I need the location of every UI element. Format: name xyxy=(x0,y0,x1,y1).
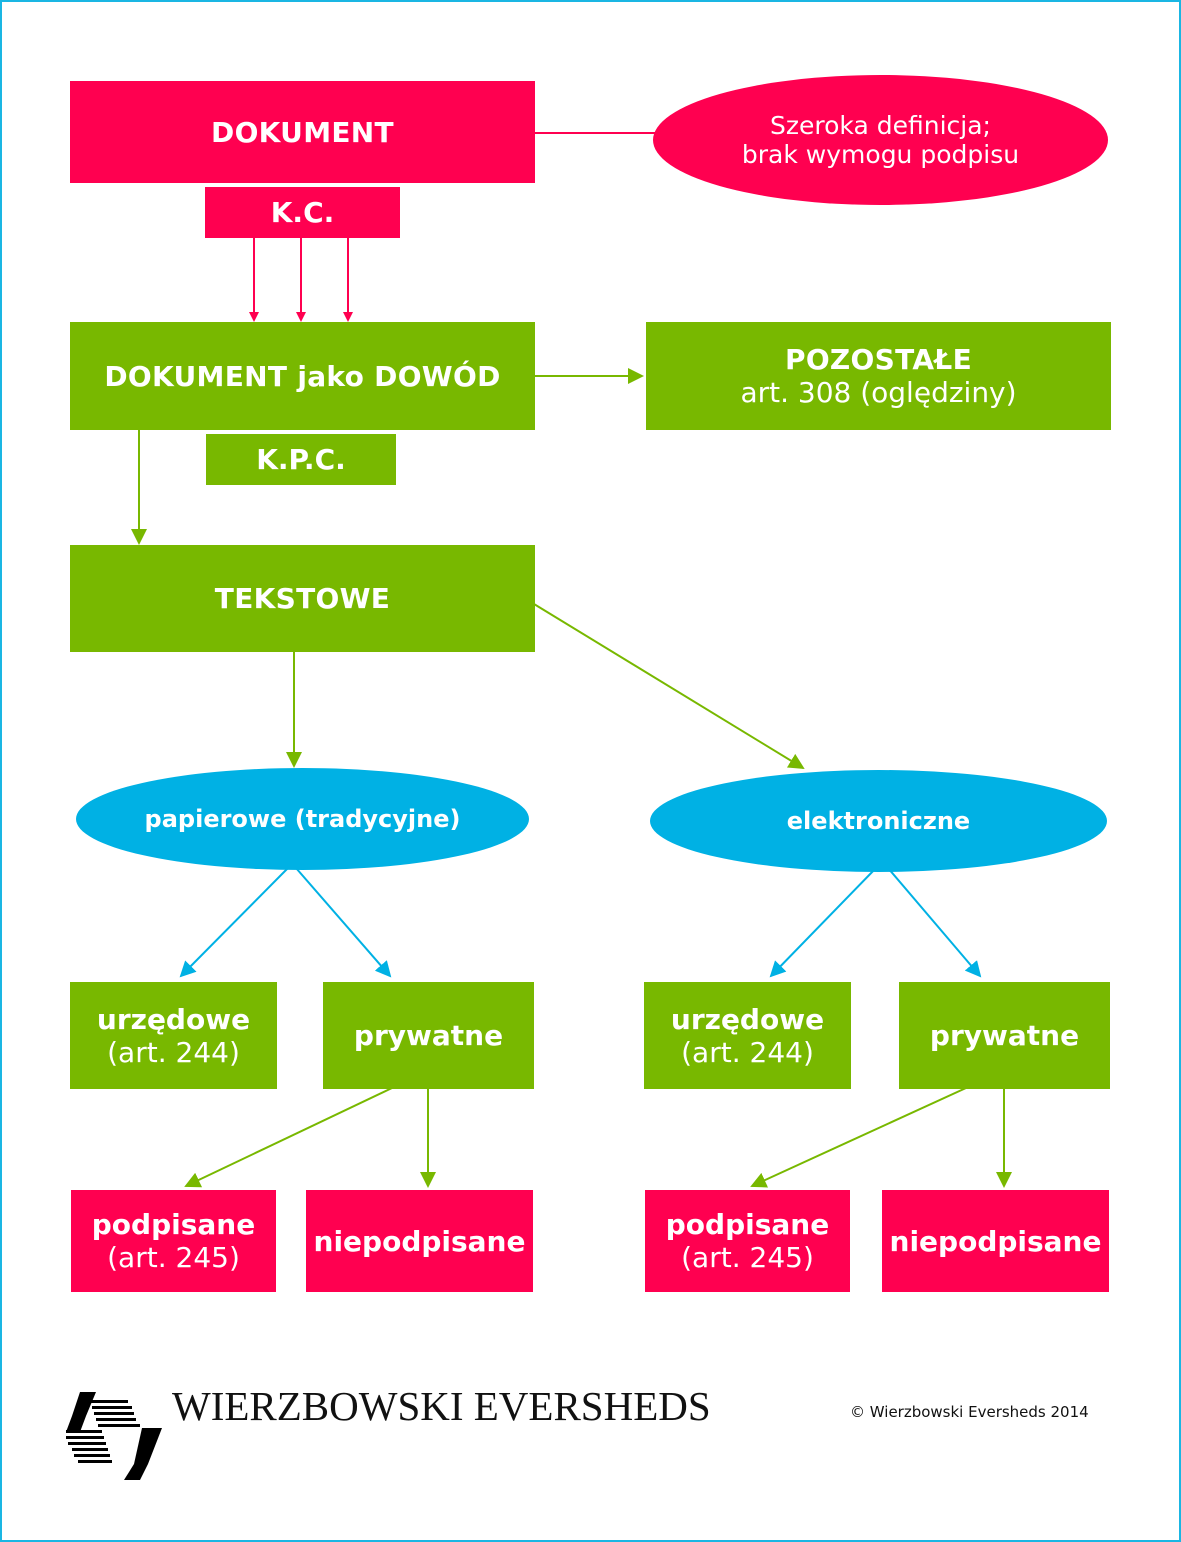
arrow-el-prywatne xyxy=(887,867,982,978)
node-right-urzedowe-art: (art. 244) xyxy=(681,1035,814,1069)
node-kpc-label: K.P.C. xyxy=(256,443,346,476)
node-pozostale: POZOSTAŁE art. 308 (oględziny) xyxy=(646,322,1111,430)
node-papierowe: papierowe (tradycyjne) xyxy=(76,768,529,870)
node-definition: Szeroka definicja; brak wymogu podpisu xyxy=(653,75,1108,205)
arrow-pap-urzedowe xyxy=(179,867,289,978)
node-right-prywatne: prywatne xyxy=(899,982,1110,1089)
node-kc-label: K.C. xyxy=(270,196,335,229)
node-papierowe-label: papierowe (tradycyjne) xyxy=(144,805,461,833)
node-left-podpisane-art: (art. 245) xyxy=(107,1241,240,1274)
node-dokument-dowod: DOKUMENT jako DOWÓD xyxy=(70,322,535,430)
node-tekstowe: TEKSTOWE xyxy=(70,545,535,652)
arrow-right-prywatne-podpisane xyxy=(750,1087,967,1188)
arrow-left-prywatne-podpisane xyxy=(184,1087,393,1188)
node-left-niepodpisane: niepodpisane xyxy=(306,1190,533,1292)
node-left-podpisane: podpisane (art. 245) xyxy=(71,1190,276,1292)
definition-line2: brak wymogu podpisu xyxy=(741,140,1020,169)
node-right-podpisane-art: (art. 245) xyxy=(681,1241,814,1274)
node-kpc: K.P.C. xyxy=(206,434,396,485)
eversheds-logo-icon xyxy=(66,1392,162,1480)
node-left-prywatne: prywatne xyxy=(323,982,534,1089)
node-elektroniczne-label: elektroniczne xyxy=(786,807,971,835)
node-dokument-label: DOKUMENT xyxy=(211,115,394,149)
node-right-niepodpisane: niepodpisane xyxy=(882,1190,1109,1292)
node-right-podpisane-label: podpisane xyxy=(665,1208,830,1241)
node-pozostale-title: POZOSTAŁE xyxy=(785,343,972,376)
node-left-podpisane-label: podpisane xyxy=(91,1208,256,1241)
node-right-niepodpisane-label: niepodpisane xyxy=(889,1224,1102,1258)
node-pozostale-sub: art. 308 (oględziny) xyxy=(740,376,1017,409)
copyright-text: © Wierzbowski Eversheds 2014 xyxy=(850,1403,1089,1421)
node-kc: K.C. xyxy=(205,187,400,238)
node-tekstowe-label: TEKSTOWE xyxy=(214,582,391,615)
company-logo-text: WIERZBOWSKI EVERSHEDS xyxy=(172,1383,711,1429)
arrow-el-urzedowe xyxy=(769,867,877,978)
arrow-tekstowe-elektroniczne xyxy=(533,603,805,770)
node-right-podpisane: podpisane (art. 245) xyxy=(645,1190,850,1292)
node-right-urzedowe: urzędowe (art. 244) xyxy=(644,982,851,1089)
node-left-prywatne-label: prywatne xyxy=(353,1019,504,1052)
node-dokument: DOKUMENT xyxy=(70,81,535,183)
node-dokument-dowod-label: DOKUMENT jako DOWÓD xyxy=(104,359,501,393)
node-left-urzedowe: urzędowe (art. 244) xyxy=(70,982,277,1089)
node-left-urzedowe-art: (art. 244) xyxy=(107,1035,240,1069)
node-right-urzedowe-label: urzędowe xyxy=(670,1002,825,1036)
node-elektroniczne: elektroniczne xyxy=(650,770,1107,872)
node-left-urzedowe-label: urzędowe xyxy=(96,1002,251,1036)
node-left-niepodpisane-label: niepodpisane xyxy=(313,1224,526,1258)
arrow-pap-prywatne xyxy=(295,867,392,978)
node-right-prywatne-label: prywatne xyxy=(929,1019,1080,1052)
definition-line1: Szeroka definicja; xyxy=(770,111,991,140)
